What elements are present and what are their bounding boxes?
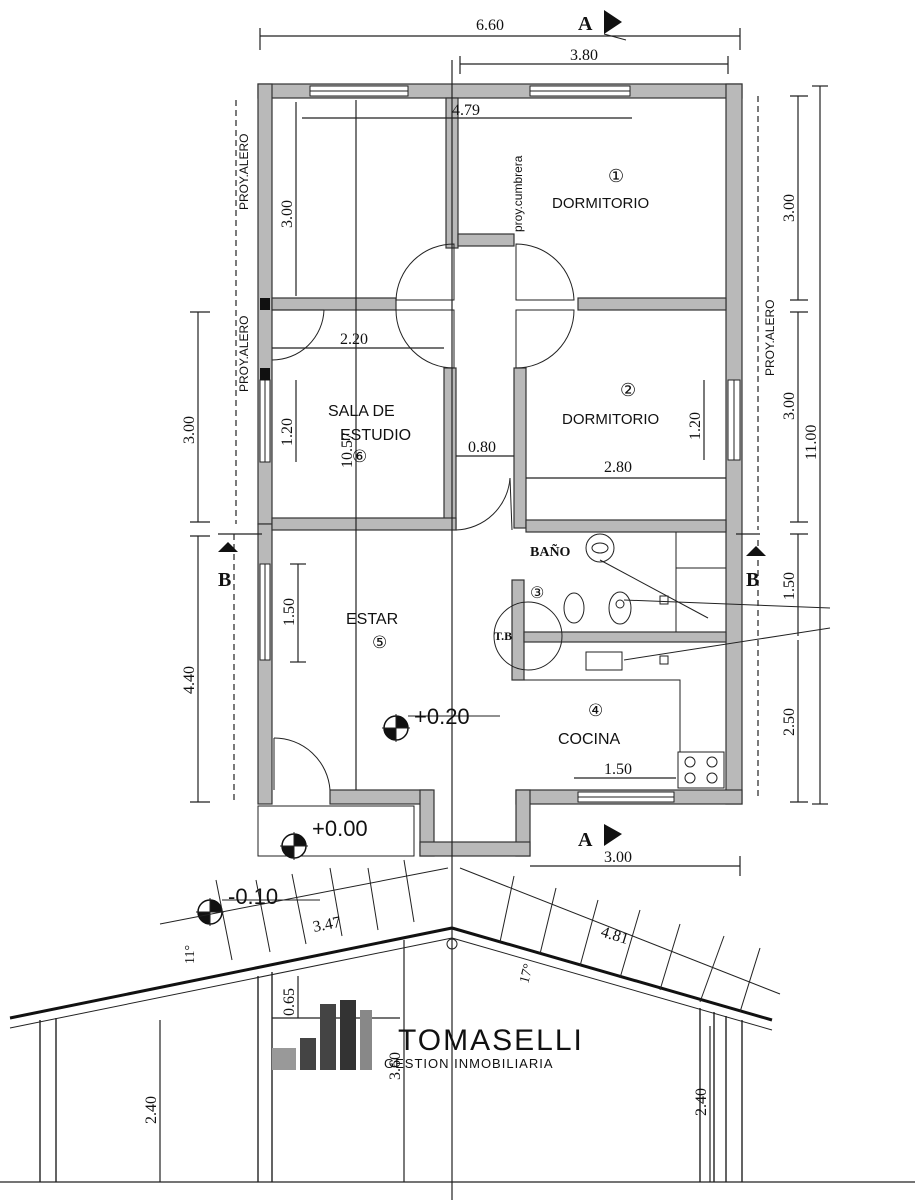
roof-left-height: 2.40 (143, 1096, 160, 1124)
section-markers (218, 10, 766, 846)
room-name-sala-line2: ESTUDIO (340, 427, 411, 444)
entry-platform (257, 805, 415, 857)
dim-cocina-height: 2.50 (781, 708, 798, 736)
dim-estar-height: 4.40 (181, 666, 198, 694)
roof-left-slope: 11° (183, 945, 198, 964)
dim-hall-width: 0.80 (468, 439, 496, 456)
doors (271, 243, 575, 791)
text-labels: ① DORMITORIO ② DORMITORIO SALA DE ESTUDI… (143, 13, 820, 1124)
logo-name: TOMASELLI (398, 1024, 584, 1057)
dim-cocina-window: 1.50 (604, 761, 632, 778)
windows (259, 85, 741, 803)
dim-bano-height: 1.50 (781, 572, 798, 600)
walls (257, 83, 743, 857)
room-number-4: ④ (588, 701, 603, 720)
roof-ridge-height: 3.60 (387, 1052, 404, 1080)
roof-right-height: 2.40 (693, 1088, 710, 1116)
room-name-estar: ESTAR (346, 611, 398, 628)
room-name-dormitorio-2: DORMITORIO (562, 411, 659, 428)
level-exterior: +0.00 (312, 816, 368, 841)
label-proy-alero-top-left: PROY.ALERO (237, 134, 251, 210)
dim-sala-width: 2.20 (340, 331, 368, 348)
dim-dorm1-height: 3.00 (279, 200, 296, 228)
label-proy-alero-mid-left: PROY.ALERO (237, 316, 251, 392)
dim-left-room-height: 3.00 (181, 416, 198, 444)
label-tb: T.B (494, 629, 512, 643)
room-number-5: ⑤ (372, 633, 387, 652)
dim-right-dorm2-height: 3.00 (781, 392, 798, 420)
label-proy-alero-right: PROY.ALERO (763, 300, 777, 376)
room-number-6: ⑥ (352, 447, 367, 466)
dim-estar-window: 1.50 (281, 598, 298, 626)
room-name-bano: BAÑO (530, 542, 571, 560)
roof-left-rafter: 3.47 (312, 914, 343, 936)
dim-sala-height: 10.57 (339, 432, 356, 468)
fixtures (493, 532, 831, 789)
roof-right-rafter: 4.81 (599, 924, 631, 948)
dim-top-right: 3.80 (570, 47, 598, 64)
section-b-left: B (218, 569, 231, 591)
room-number-3: ③ (530, 585, 544, 602)
dim-overall-width: 6.60 (476, 17, 504, 34)
dim-dorm2-window: 1.20 (687, 412, 704, 440)
label-proy-cumbrera: proy.cumbrera (511, 155, 525, 232)
room-number-1: ① (608, 166, 624, 186)
level-ground: -0.10 (228, 884, 278, 909)
room-name-sala-line1: SALA DE (328, 403, 395, 420)
dim-sala-window: 1.20 (279, 418, 296, 446)
dim-right-dorm1-height: 3.00 (781, 194, 798, 222)
dim-bottom-right: 3.00 (604, 849, 632, 866)
logo-tagline: GESTION INMOBILIARIA (384, 1056, 554, 1071)
level-floor: +0.20 (414, 704, 470, 729)
room-number-2: ② (620, 380, 636, 400)
dimension-lines (190, 28, 828, 1200)
room-name-dormitorio-1: DORMITORIO (552, 195, 649, 212)
section-a-top: A (578, 13, 593, 35)
room-name-cocina: COCINA (558, 731, 621, 748)
roof-section (0, 859, 915, 1183)
dim-ridge-length: 4.79 (452, 102, 480, 119)
dim-dorm2-width: 2.80 (604, 459, 632, 476)
section-b-right: B (746, 569, 759, 591)
dim-total-height: 11.00 (803, 425, 820, 460)
company-logo (272, 1000, 372, 1070)
section-a-bottom: A (578, 829, 593, 851)
roof-wall-offset: 0.65 (281, 988, 298, 1016)
roof-right-slope: 17° (517, 962, 537, 985)
